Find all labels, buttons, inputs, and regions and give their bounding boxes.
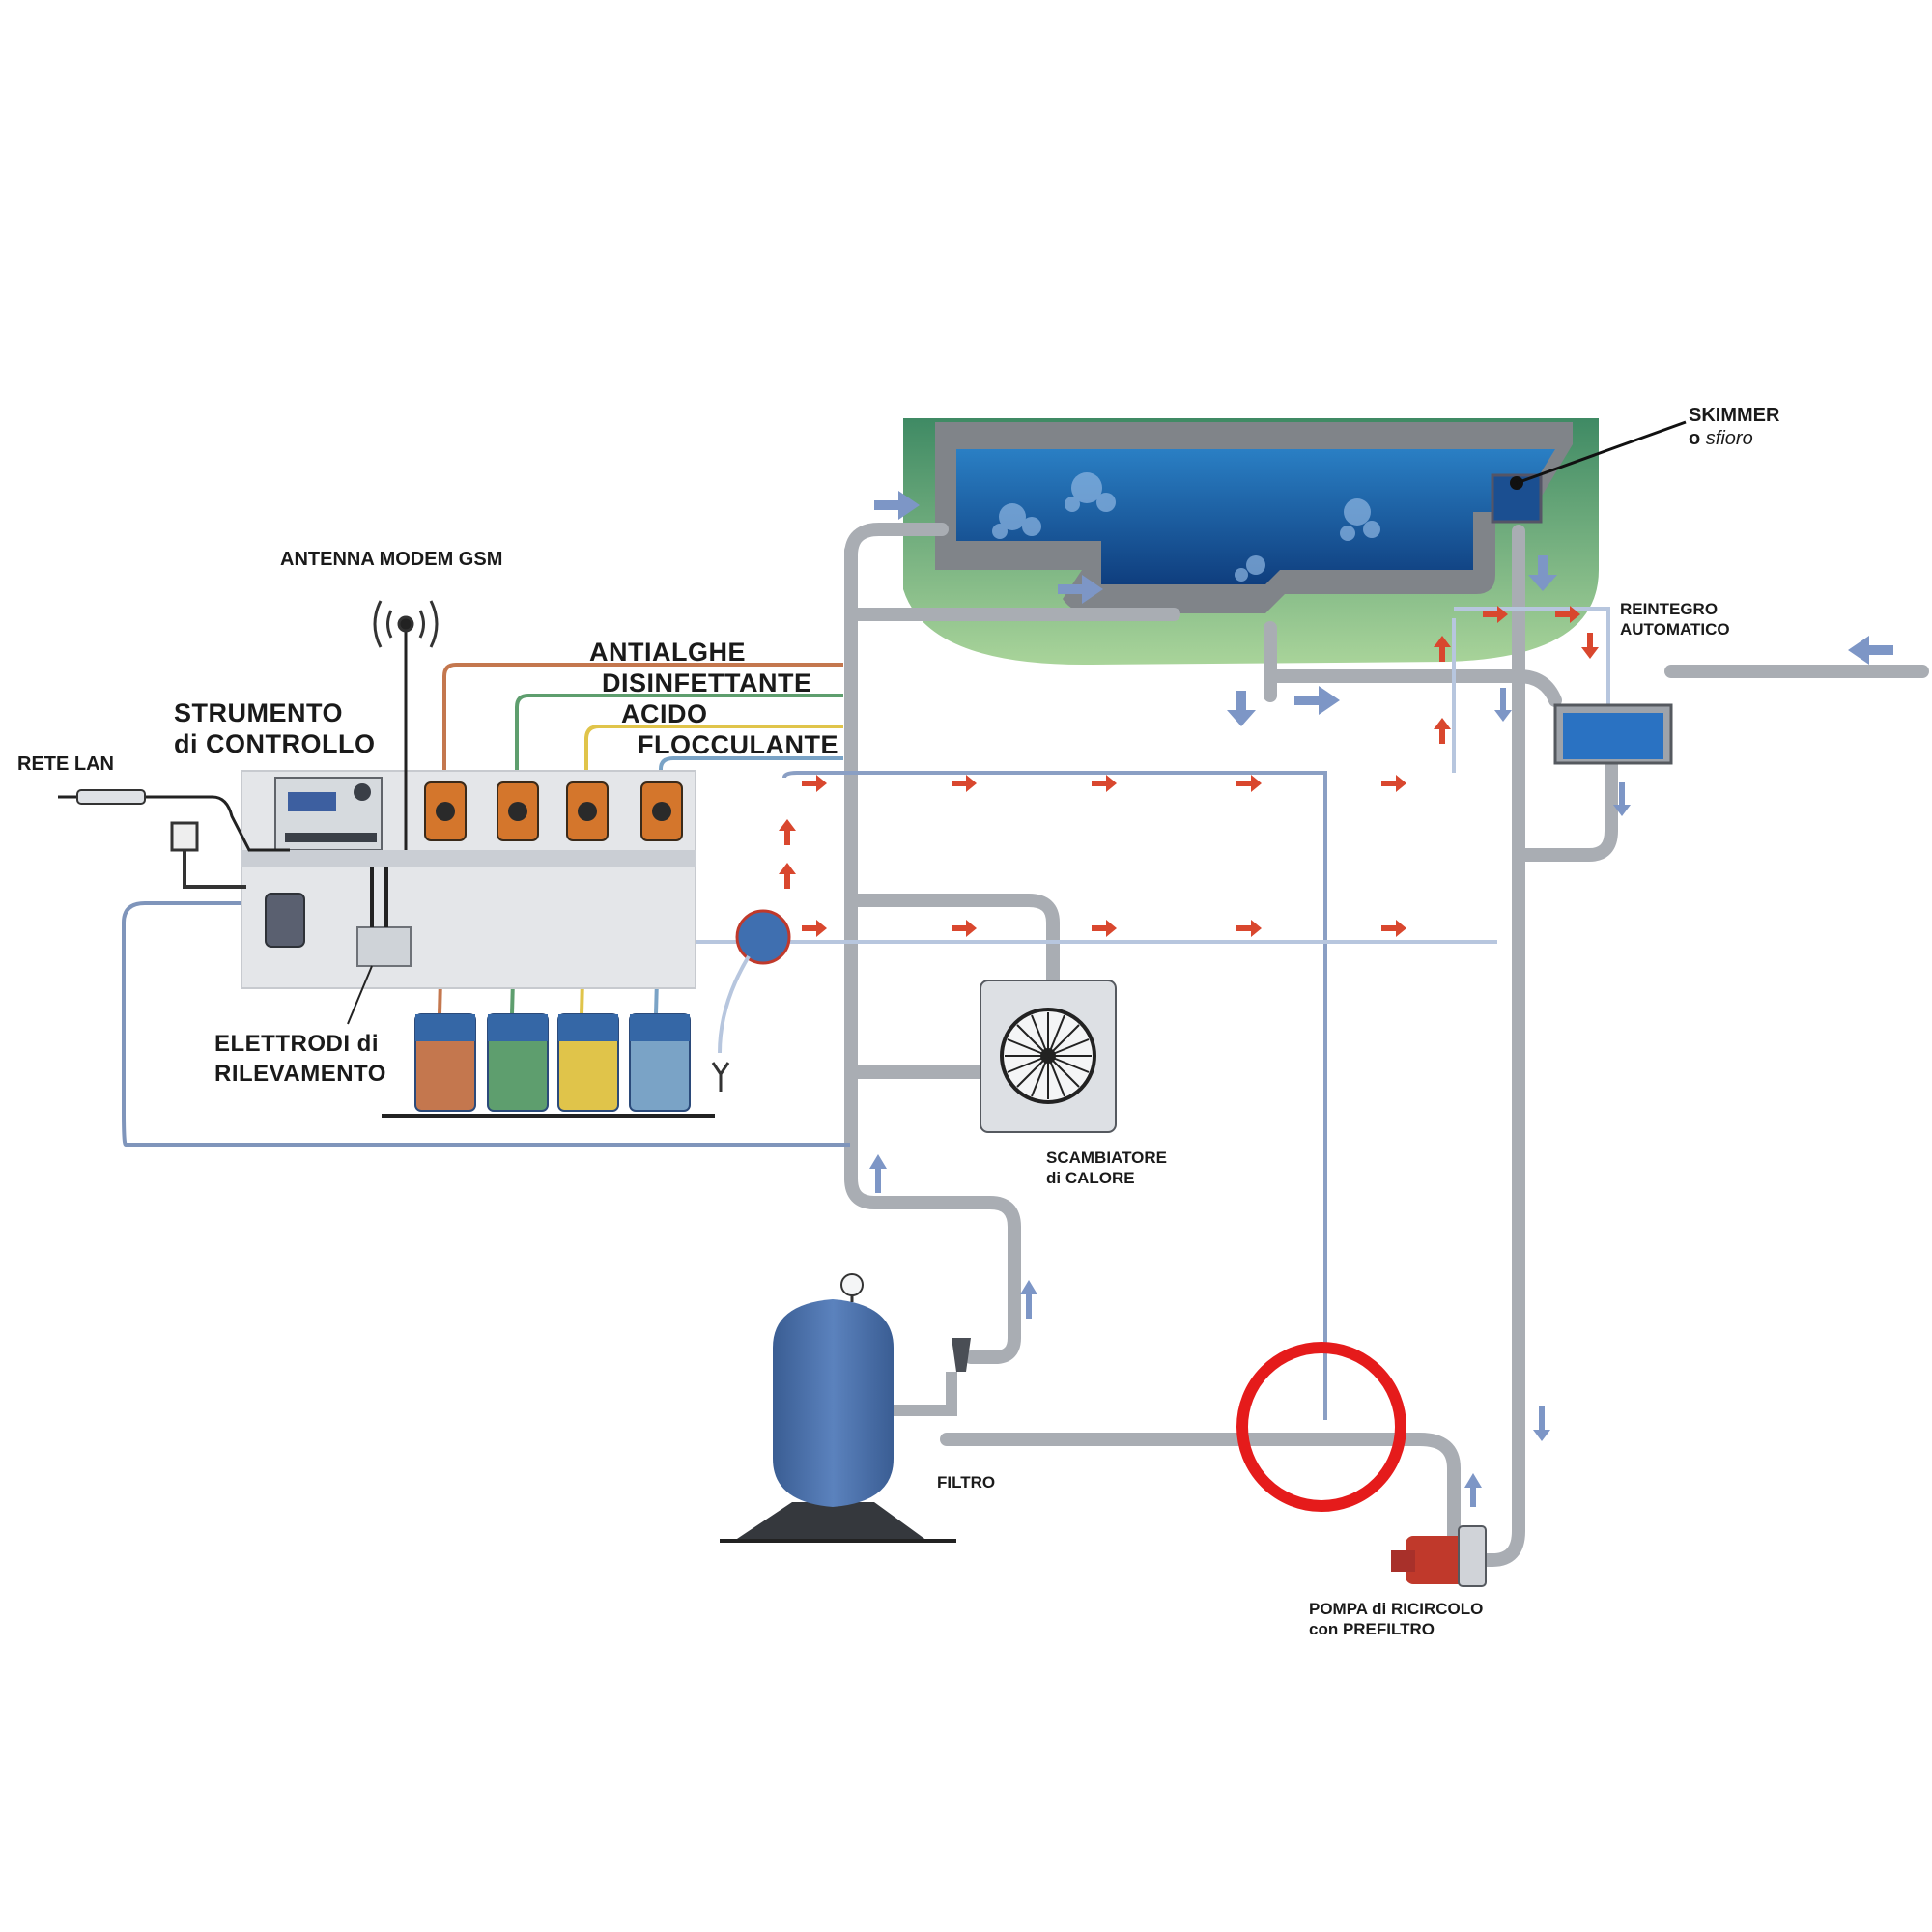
label-strumento-line1: STRUMENTO — [174, 698, 344, 727]
label-reintegro-line2: AUTOMATICO — [1620, 620, 1730, 639]
label-pompa: POMPA di RICIRCOLO con PREFILTRO — [1309, 1599, 1483, 1639]
label-skimmer-italic: sfioro — [1705, 428, 1753, 449]
controller-display — [288, 792, 336, 811]
power-socket — [170, 821, 199, 852]
label-scambiatore-line2: di CALORE — [1046, 1169, 1135, 1187]
skimmer-drain — [1476, 525, 1525, 1567]
label-disinfettante: DISINFETTANTE — [602, 668, 812, 697]
label-scambiatore: SCAMBIATORE di CALORE — [1046, 1148, 1167, 1188]
label-reintegro-line1: REINTEGRO — [1620, 600, 1719, 618]
label-skimmer-prefix: o — [1689, 428, 1701, 449]
exchanger-pipe-top — [844, 894, 1060, 987]
label-reintegro: REINTEGRO AUTOMATICO — [1620, 599, 1730, 639]
pool-inlet-pipe — [844, 523, 949, 562]
label-strumento: STRUMENTO di CONTROLLO — [174, 697, 375, 759]
reintegro-to-drain — [1512, 669, 1562, 707]
label-elettrodi-line1: ELETTRODI di — [214, 1031, 379, 1057]
acido-line — [584, 724, 843, 821]
highlight-circle — [1236, 1342, 1406, 1512]
label-pompa-line1: POMPA di RICIRCOLO — [1309, 1600, 1484, 1618]
chemical-tanks — [382, 1013, 715, 1118]
pipework — [844, 523, 1929, 1567]
electrode-leader — [347, 965, 373, 1025]
label-skimmer-line2: o sfioro — [1689, 427, 1779, 450]
pool-water — [956, 449, 1555, 584]
label-skimmer-line1: SKIMMER — [1689, 405, 1780, 426]
flow-arrows-blue — [869, 491, 1893, 1507]
label-elettrodi-line2: RILEVAMENTO — [214, 1061, 386, 1087]
label-antenna: ANTENNA MODEM GSM — [280, 549, 503, 570]
fan-icon — [1000, 1008, 1096, 1104]
label-elettrodi: ELETTRODI di RILEVAMENTO — [214, 1029, 386, 1089]
flow-arrows-red — [779, 606, 1599, 937]
pool — [903, 418, 1687, 666]
sample-bypass — [122, 901, 483, 1147]
label-flocculante: FLOCCULANTE — [638, 730, 838, 759]
label-antialghe: ANTIALGHE — [589, 638, 746, 667]
flocculante-line — [659, 756, 843, 821]
antenna-icon — [373, 600, 439, 850]
label-rete-lan: RETE LAN — [17, 753, 114, 775]
reintegro-outlet — [1515, 756, 1618, 862]
sample-prefilter — [265, 893, 305, 948]
gauge-icon — [840, 1273, 864, 1302]
filter-multiport-valve — [952, 1338, 971, 1372]
riser-to-filter — [844, 1172, 1021, 1364]
recirculation-pump — [1391, 1525, 1487, 1587]
power-cable — [183, 850, 246, 889]
sand-filter — [720, 1273, 971, 1543]
controller-terminals — [285, 833, 377, 842]
drain-funnel — [711, 1062, 730, 1092]
return-sample-line — [782, 771, 1327, 1420]
filter-to-pump — [940, 1433, 1461, 1552]
heat-exchanger — [980, 980, 1117, 1133]
reintegro-tank — [1553, 703, 1673, 765]
skimmer-leader — [1516, 420, 1687, 485]
label-pompa-line2: con PREFILTRO — [1309, 1620, 1435, 1638]
panel-rail — [242, 850, 696, 867]
disinfettante-line — [515, 694, 843, 821]
lan-adapter — [76, 789, 146, 805]
label-filtro: FILTRO — [937, 1473, 996, 1492]
label-scambiatore-line1: SCAMBIATORE — [1046, 1149, 1167, 1167]
label-skimmer: SKIMMER o sfioro — [1689, 404, 1779, 450]
sample-valve — [735, 909, 791, 965]
electrode-holder — [356, 926, 412, 967]
water-bubbles — [992, 472, 1380, 582]
label-strumento-line2: di CONTROLLO — [174, 729, 376, 758]
reintegro-level-line — [1454, 607, 1610, 710]
drain-spout — [718, 954, 751, 1054]
control-board — [241, 770, 696, 1025]
antialghe-line — [442, 663, 843, 821]
label-acido: ACIDO — [621, 699, 708, 728]
dosing-pumps — [424, 781, 683, 841]
controller-knob — [354, 783, 371, 801]
